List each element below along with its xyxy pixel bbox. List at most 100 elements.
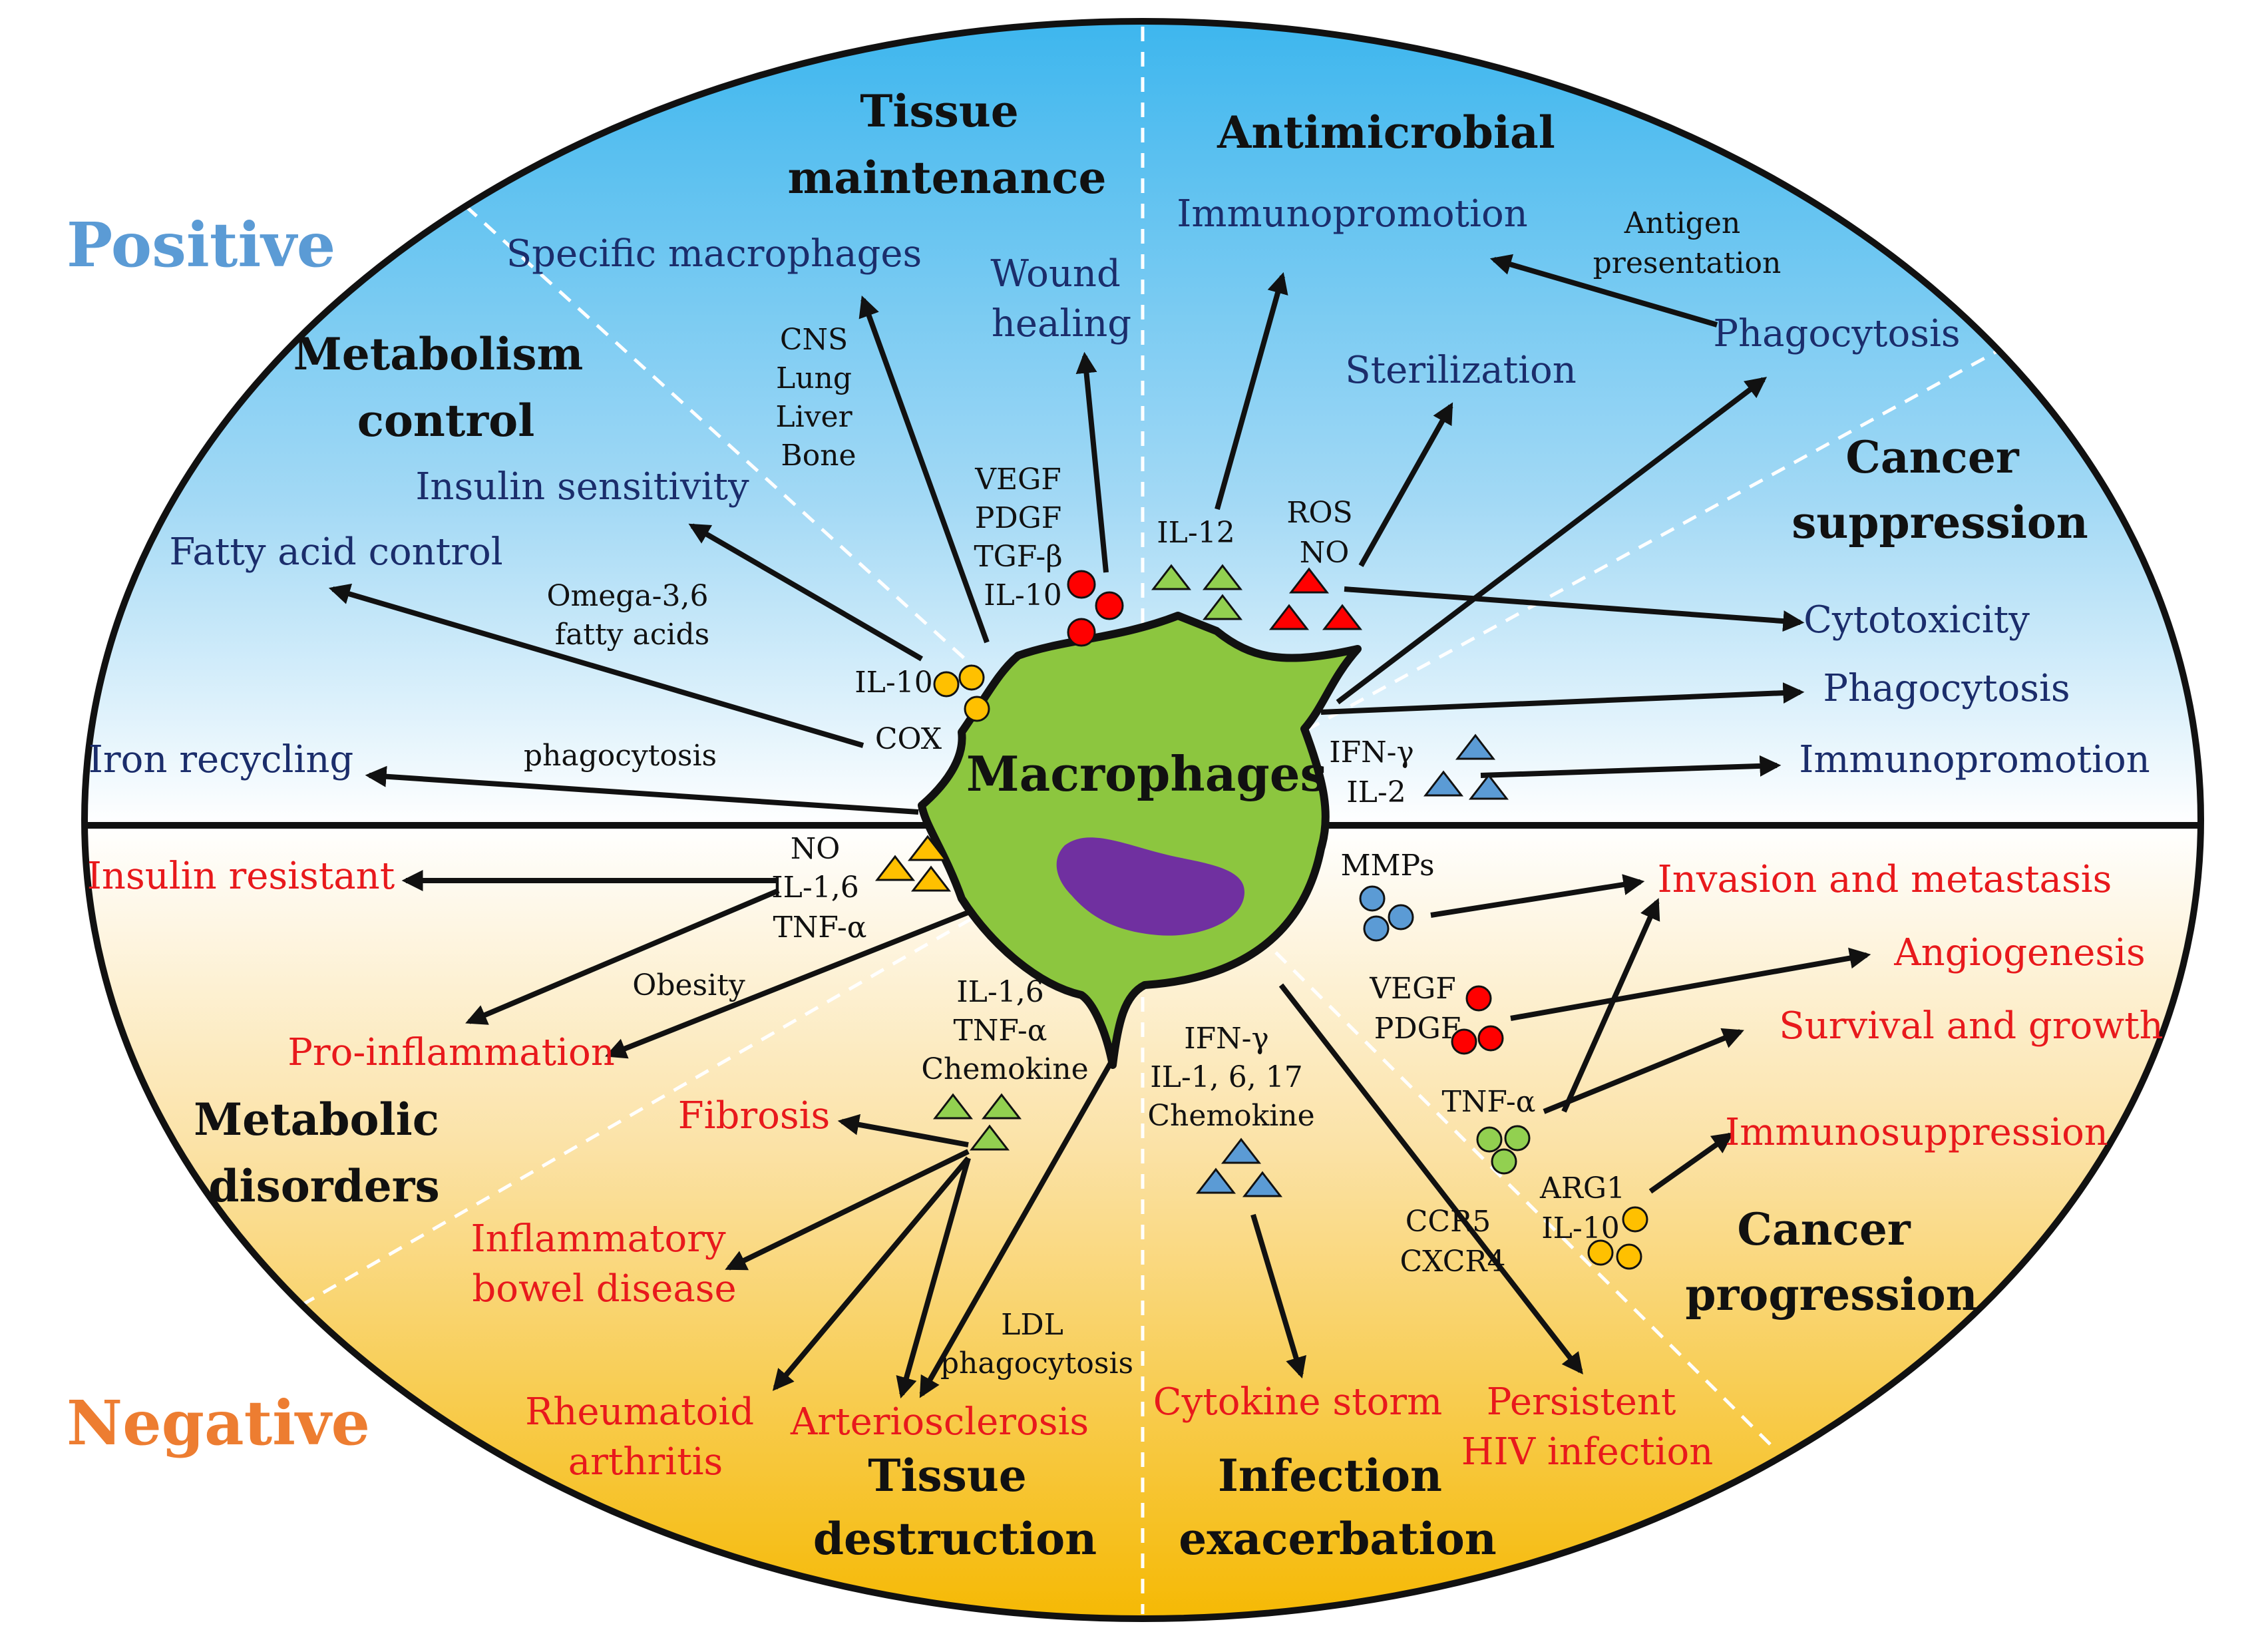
yellow-circle xyxy=(1622,1206,1648,1233)
mediator-line: IL-2 xyxy=(1346,775,1406,809)
outcome-survival: Survival and growth xyxy=(1779,1004,2163,1048)
mediator-cns-list: CNS Lung Liver Bone xyxy=(775,323,861,473)
title-line: Infection xyxy=(1218,1450,1442,1502)
title-line: Tissue xyxy=(868,1450,1026,1502)
title-metabolic-disorders: Metabolic disorders xyxy=(194,1094,455,1212)
marker-red-vegf xyxy=(1451,985,1504,1055)
outcome-rheumatoid: Rheumatoid arthritis xyxy=(525,1390,766,1484)
blue-triangle xyxy=(1423,770,1464,797)
arrow-wound-healing xyxy=(1075,351,1109,573)
green-circle xyxy=(1476,1126,1503,1153)
ellipse-outline xyxy=(81,18,2204,1622)
mediator-il10-left: IL-10 xyxy=(854,666,932,700)
marker-red-ros xyxy=(1268,567,1363,630)
arrow-fatty-acid-control xyxy=(328,583,864,748)
marker-green-tnf xyxy=(1476,1125,1531,1175)
outcome-line: Wound xyxy=(990,252,1120,296)
positive-label: Positive xyxy=(67,209,335,281)
mediator-line: Liver xyxy=(775,400,852,434)
arrow-phagocytosis-top xyxy=(1336,377,1768,705)
outcome-invasion: Invasion and metastasis xyxy=(1658,858,2112,901)
green-triangle xyxy=(1202,594,1243,620)
blue-circle xyxy=(1363,915,1390,942)
outcome-ibd: Inflammatory bowel disease xyxy=(471,1217,738,1311)
yellow-circle xyxy=(933,671,960,698)
outcome-fibrosis: Fibrosis xyxy=(678,1094,830,1137)
mediator-vegf-pdgf: VEGF PDGF xyxy=(1369,972,1465,1046)
outcome-line: Persistent xyxy=(1487,1380,1676,1424)
mediator-line: ARG1 xyxy=(1539,1171,1625,1205)
arrow-angiogenesis xyxy=(1510,947,1871,1021)
negative-label: Negative xyxy=(67,1387,370,1459)
yellow-circle xyxy=(1616,1243,1642,1270)
red-circle xyxy=(1067,570,1096,599)
marker-yellow-arg1 xyxy=(1587,1206,1648,1270)
arrow-tnf-to-invasion xyxy=(1561,898,1660,1113)
mediator-line: NO xyxy=(1300,536,1350,570)
mediator-line: CCR5 xyxy=(1406,1205,1491,1239)
mediator-line: CXCR4 xyxy=(1400,1245,1505,1279)
mediator-line: phagocytosis xyxy=(940,1346,1133,1380)
marker-blue-ifn xyxy=(1423,733,1509,800)
mediator-growth-factors: VEGF PDGF TGF-β IL-10 xyxy=(974,463,1071,612)
yellow-triangle xyxy=(907,835,948,861)
mediator-ccr5-cxcr4: CCR5 CXCR4 xyxy=(1400,1205,1505,1279)
arrow-immunosuppression xyxy=(1648,1132,1734,1194)
green-circle xyxy=(1504,1125,1531,1151)
title-metabolism-control: Metabolism control xyxy=(293,328,599,447)
mediator-line: Omega-3,6 xyxy=(546,579,708,613)
mediator-line: VEGF xyxy=(974,463,1061,497)
arrow-pro-inflammation-right xyxy=(605,893,1013,1059)
mediator-line: Chemokine xyxy=(921,1052,1088,1086)
outcome-immunosuppression: Immunosuppression xyxy=(1725,1111,2108,1154)
yellow-circle xyxy=(1587,1239,1614,1266)
mediator-omega: Omega-3,6 fatty acids xyxy=(546,579,717,652)
mediator-line: IL-1, 6, 17 xyxy=(1150,1060,1302,1094)
arrow-cytotoxicity xyxy=(1344,586,1805,632)
red-circle xyxy=(1465,985,1492,1012)
mediator-line: Bone xyxy=(781,439,856,473)
mediator-line: IFN-γ xyxy=(1184,1022,1269,1056)
title-line: Metabolic xyxy=(194,1094,439,1145)
arrow-iron-recycling xyxy=(365,765,919,815)
arrow-cytokine-storm xyxy=(1250,1213,1306,1379)
mediator-ifn-il2: IFN-γ IL-2 xyxy=(1329,735,1423,809)
mediator-line: IL-10 xyxy=(984,578,1061,612)
title-line: Cancer xyxy=(1737,1203,1911,1255)
blue-triangle xyxy=(1468,773,1509,800)
mediator-ifn-il-chem: IFN-γ IL-1, 6, 17 Chemokine xyxy=(1147,1022,1314,1133)
title-tissue-maintenance: Tissue maintenance xyxy=(787,85,1106,204)
marker-red-top xyxy=(1067,570,1124,647)
outcome-persistent-hiv: Persistent HIV infection xyxy=(1461,1380,1714,1474)
blue-triangle xyxy=(1221,1137,1262,1164)
arrow-specific-macrophages xyxy=(858,295,990,644)
macrophage-body xyxy=(918,612,1362,1069)
outcome-line: healing xyxy=(992,302,1131,345)
green-circle xyxy=(1491,1148,1517,1175)
marker-yellow-no xyxy=(874,835,952,892)
macrophage-cell: Macrophages xyxy=(918,612,1362,1069)
mediator-line: TGF-β xyxy=(974,540,1062,574)
blue-circle xyxy=(1359,885,1386,912)
title-tissue-destruction: Tissue destruction xyxy=(813,1450,1097,1565)
outcome-arteriosclerosis: Arteriosclerosis xyxy=(790,1400,1089,1444)
arrow-sterilization xyxy=(1358,402,1453,567)
title-line: Metabolism xyxy=(293,328,584,380)
outcome-specific-macrophages: Specific macrophages xyxy=(506,232,922,276)
mediator-line: fatty acids xyxy=(555,618,709,652)
macrophages-label: Macrophages xyxy=(966,745,1327,802)
mediator-line: IFN-γ xyxy=(1329,735,1414,769)
arrow-rheumatoid xyxy=(772,1156,971,1391)
outcome-line: bowel disease xyxy=(472,1267,736,1311)
title-cancer-progression: Cancer progression xyxy=(1685,1203,1977,1321)
yellow-circle xyxy=(964,696,990,722)
outcome-iron-recycling: Iron recycling xyxy=(89,738,353,781)
arrow-fibrosis xyxy=(837,1114,969,1147)
green-triangle xyxy=(932,1093,974,1120)
red-triangle xyxy=(1322,604,1363,630)
mediator-il16-tnf-chem: IL-1,6 TNF-α Chemokine xyxy=(921,975,1088,1086)
arrow-group xyxy=(328,254,1871,1399)
outcome-line: Inflammatory xyxy=(471,1217,727,1261)
mediator-line: LDL xyxy=(1001,1308,1063,1342)
marker-blue-bottom xyxy=(1195,1137,1283,1197)
